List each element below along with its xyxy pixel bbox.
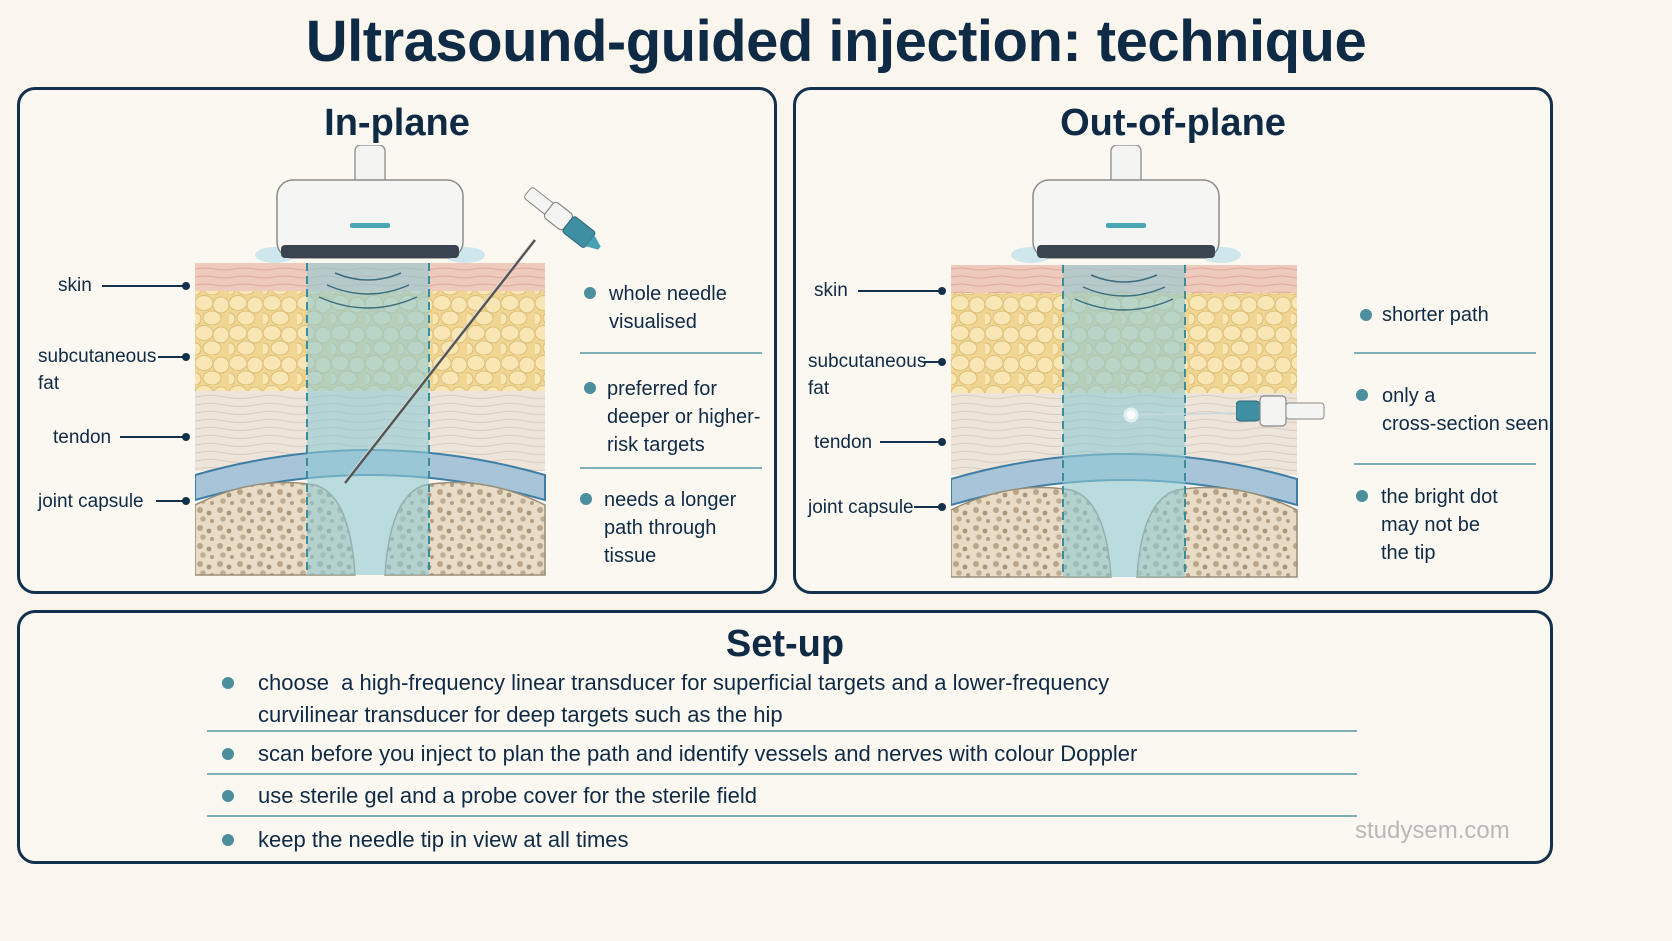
bullet-dot: [584, 382, 596, 394]
setup-item-3: use sterile gel and a probe cover for th…: [258, 783, 757, 808]
leader-line: [156, 497, 190, 505]
watermark: studysem.com: [1355, 817, 1510, 844]
leader-line: [880, 438, 946, 446]
separator: [1354, 352, 1536, 354]
out-of-plane-bullet-3: the bright dot may not be the tip: [1381, 486, 1498, 564]
syringe-icon: [1236, 395, 1325, 427]
bullet-dot: [1360, 309, 1372, 321]
setup-heading: Set-up: [725, 623, 845, 665]
bullet-dot: [584, 287, 596, 299]
setup-item-1: choose a high-frequency linear transduce…: [258, 670, 1110, 727]
leader-line: [858, 287, 946, 295]
out-of-plane-bullet-1: shorter path: [1382, 304, 1489, 326]
bullet-dot: [222, 677, 234, 689]
leader-line: [120, 433, 190, 441]
out-of-plane-label-tendon: tendon: [814, 432, 873, 453]
in-plane-bullet-2: preferred for deeper or higher- risk tar…: [607, 378, 761, 456]
in-plane-heading: In-plane: [324, 102, 470, 144]
leader-line: [924, 358, 946, 366]
bullet-dot: [222, 748, 234, 760]
separator: [207, 730, 1357, 732]
bullet-dot: [1356, 490, 1368, 502]
out-of-plane-label-joint-capsule: joint capsule: [808, 497, 914, 518]
separator: [1354, 463, 1536, 465]
needle-icon: [342, 239, 536, 484]
setup-item-2: scan before you inject to plan the path …: [258, 741, 1138, 766]
syringe-icon: [524, 187, 601, 250]
in-plane-bullet-3: needs a longer path through tissue: [604, 489, 737, 567]
out-of-plane-heading: Out-of-plane: [1060, 102, 1286, 144]
leader-line: [914, 503, 946, 511]
bullet-dot: [580, 493, 592, 505]
in-plane-label-tendon: tendon: [53, 427, 112, 448]
out-of-plane-label-subcutaneous-fat: subcutaneous fat: [808, 351, 927, 399]
out-of-plane-panel: Out-of-plane skin subcutaneous f: [793, 87, 1553, 594]
separator: [580, 352, 762, 354]
in-plane-label-skin: skin: [58, 275, 92, 296]
bullet-dot: [222, 834, 234, 846]
separator: [207, 773, 1357, 775]
out-of-plane-tissue-diagram: [951, 145, 1298, 578]
separator: [207, 815, 1357, 817]
leader-line: [158, 353, 190, 361]
in-plane-panel: In-plane: [17, 87, 777, 594]
page-title: Ultrasound-guided injection: technique: [305, 9, 1367, 74]
ultrasound-probe-icon: [255, 145, 485, 263]
in-plane-label-subcutaneous-fat: subcutaneous fat: [38, 346, 157, 394]
in-plane-tissue-diagram: [195, 145, 546, 576]
bullet-dot: [222, 790, 234, 802]
out-of-plane-label-skin: skin: [814, 280, 848, 301]
in-plane-label-joint-capsule: joint capsule: [38, 491, 144, 512]
out-of-plane-bullet-2: only a cross-section seen: [1382, 385, 1549, 435]
in-plane-bullet-1: whole needle visualised: [609, 283, 727, 333]
setup-item-4: keep the needle tip in view at all times: [258, 827, 629, 852]
setup-panel: Set-up choose a high-frequency linear tr…: [17, 610, 1553, 864]
separator: [580, 467, 762, 469]
needle-cross-section-dot: [1123, 407, 1139, 423]
leader-line: [102, 282, 190, 290]
ultrasound-probe-icon: [1011, 145, 1241, 263]
bullet-dot: [1356, 389, 1368, 401]
